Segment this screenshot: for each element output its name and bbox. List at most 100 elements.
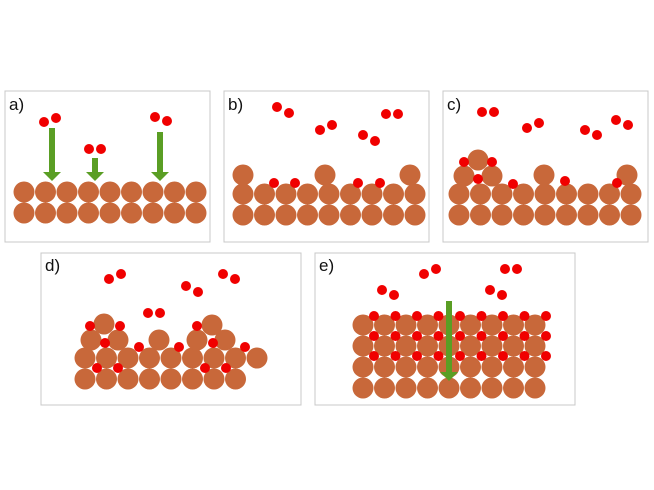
oxygen-atom: [519, 351, 530, 361]
metal-atom: [117, 368, 139, 390]
oxygen-atom: [358, 130, 368, 140]
oxygen-atom: [433, 331, 444, 341]
metal-atom: [160, 347, 182, 369]
metal-atom: [142, 202, 164, 224]
oxygen-atom: [473, 174, 483, 184]
panel-c: c): [442, 90, 649, 243]
oxygen-atom: [143, 308, 153, 318]
metal-atom: [13, 181, 35, 203]
metal-atom: [182, 368, 203, 390]
metal-atom: [56, 202, 78, 224]
o2-molecule: [485, 285, 507, 300]
o2-molecule: [358, 130, 380, 146]
metal-atom: [160, 368, 182, 390]
metal-atom: [201, 314, 223, 336]
oxygen-atom: [390, 351, 401, 361]
metal-atom: [524, 377, 546, 399]
metal-atom: [395, 314, 417, 336]
metal-atom: [467, 149, 489, 171]
oxygen-atom: [459, 157, 469, 167]
metal-atom: [491, 183, 513, 205]
metal-atom: [361, 204, 383, 226]
o2-molecule: [272, 102, 294, 118]
metal-atom: [374, 314, 395, 336]
metal-atom: [577, 204, 599, 226]
arrow-down-icon: [440, 301, 458, 381]
metal-atom: [533, 164, 555, 186]
metal-atom: [417, 356, 438, 378]
metal-atom: [417, 314, 438, 336]
oxygen-atom: [174, 342, 184, 352]
metal-atom: [481, 165, 503, 187]
oxygen-atom: [269, 178, 279, 188]
oxygen-atom: [327, 120, 337, 130]
oxygen-atom: [541, 351, 551, 361]
metal-atom: [297, 183, 318, 205]
oxygen-atom: [370, 136, 380, 146]
oxygen-atom: [476, 331, 487, 341]
o2-molecule: [419, 264, 441, 279]
oxygen-atom: [192, 321, 202, 331]
oxygen-atom: [218, 269, 228, 279]
metal-atom: [80, 329, 102, 351]
metal-atom: [352, 314, 374, 336]
metal-atom: [503, 356, 524, 378]
oxygen-atom: [290, 178, 300, 188]
panel-b: b): [223, 90, 430, 243]
panel-e-label: e): [319, 256, 334, 275]
metal-atom: [142, 181, 164, 203]
metal-atom: [352, 356, 374, 378]
o2-molecule: [150, 112, 172, 126]
metal-atom: [182, 347, 203, 369]
metal-atom: [275, 204, 297, 226]
metal-atom: [383, 183, 404, 205]
metal-atom: [13, 202, 35, 224]
o2-molecule: [381, 109, 403, 119]
oxygen-atom: [155, 308, 165, 318]
metal-atom: [395, 377, 417, 399]
metal-atom: [254, 204, 275, 226]
oxygen-atom: [104, 274, 114, 284]
panel-d: d): [40, 252, 302, 406]
metal-atom: [96, 368, 117, 390]
o2-molecule: [39, 113, 61, 127]
oxygen-atom: [390, 311, 401, 321]
oxygen-atom: [116, 269, 126, 279]
oxygen-atom: [419, 269, 429, 279]
oxygen-atom: [208, 338, 218, 348]
metal-atom: [513, 204, 534, 226]
metal-atom: [96, 347, 117, 369]
panel-a: a): [4, 90, 211, 243]
metal-atom: [556, 204, 577, 226]
oxygen-atom: [541, 331, 551, 341]
metal-atom: [460, 314, 481, 336]
oxygen-atom: [522, 123, 532, 133]
oxygen-atom: [84, 144, 94, 154]
metal-atom: [78, 181, 99, 203]
metal-atom: [395, 356, 417, 378]
metal-atom: [448, 183, 470, 205]
metal-atom: [246, 347, 268, 369]
panel-a-atoms: [13, 112, 207, 224]
metal-atom: [481, 335, 503, 357]
oxygen-atom: [455, 351, 465, 361]
oxygen-atom: [113, 363, 123, 373]
metal-atom: [139, 347, 160, 369]
metal-atom: [186, 329, 208, 351]
oxygen-atom: [508, 179, 518, 189]
oxygen-atom: [393, 109, 403, 119]
metal-atom: [620, 183, 642, 205]
oxygen-atom: [487, 157, 497, 167]
metal-atom: [374, 335, 395, 357]
metal-atom: [214, 329, 236, 351]
oxygen-atom: [369, 331, 379, 341]
oxygen-atom: [272, 102, 282, 112]
metal-atom: [78, 202, 99, 224]
metal-atom: [453, 165, 475, 187]
oxygen-atom: [512, 264, 522, 274]
metal-atom: [460, 356, 481, 378]
metal-atom: [232, 204, 254, 226]
oxygen-atom: [389, 290, 399, 300]
oxygen-atom: [381, 109, 391, 119]
metal-atom: [577, 183, 599, 205]
